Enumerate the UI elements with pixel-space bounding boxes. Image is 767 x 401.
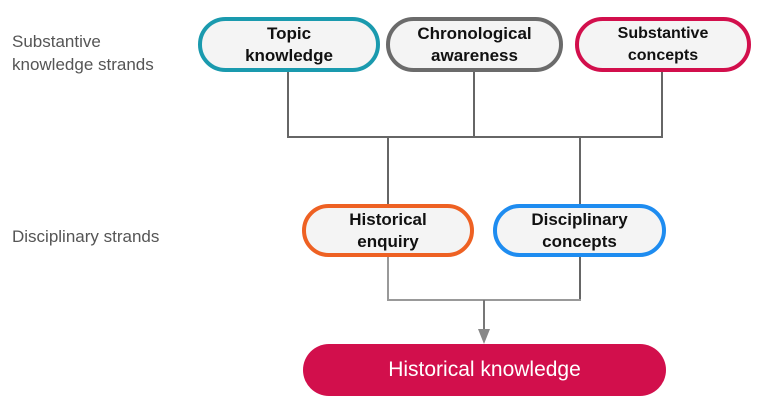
node-historical-knowledge: Historical knowledge: [303, 344, 666, 396]
arrow-head-icon: [478, 329, 490, 344]
node-label: Disciplinary concepts: [531, 209, 628, 251]
node-topic-knowledge: Topic knowledge: [198, 17, 380, 72]
node-label: Historical enquiry: [349, 209, 427, 251]
row-label-substantive: Substantive knowledge strands: [12, 32, 154, 74]
node-historical-enquiry: Historical enquiry: [302, 204, 474, 257]
node-label: Chronological awareness: [417, 23, 532, 65]
node-substantive-concepts: Substantive concepts: [575, 17, 751, 72]
node-label: Substantive concepts: [617, 24, 709, 64]
node-chronological-awareness: Chronological awareness: [386, 17, 563, 72]
row-label-disciplinary: Disciplinary strands: [12, 227, 160, 246]
node-label: Historical knowledge: [388, 358, 581, 381]
node-label: Topic knowledge: [245, 23, 333, 65]
node-disciplinary-concepts: Disciplinary concepts: [493, 204, 666, 257]
